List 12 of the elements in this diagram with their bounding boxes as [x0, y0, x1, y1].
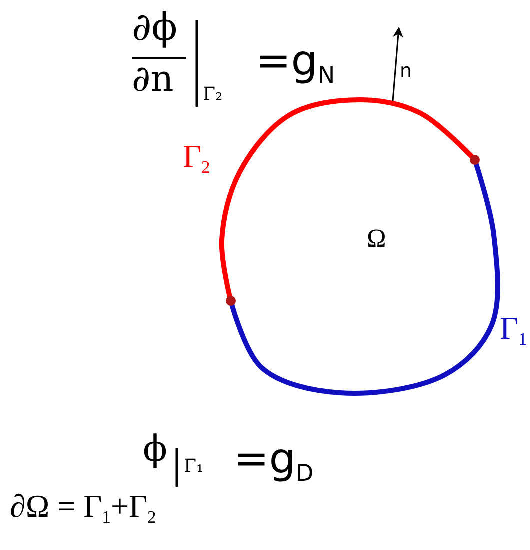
fraction-numerator: ∂ϕ: [132, 8, 178, 46]
boundary-condition: =g$_{N}$: [256, 40, 336, 88]
domain-label: Ω: [367, 226, 386, 252]
normal-label: n: [400, 62, 412, 81]
function-symbol: ϕ: [143, 432, 168, 468]
boundary-equation: ∂Ω = Γ$_{1}$+Γ$_{2}$: [10, 490, 156, 527]
boundary-subscript: Γ₁: [184, 458, 204, 476]
boundary-condition: =g$_{D}$: [234, 438, 314, 486]
boundary-label: Γ$_{2}$: [183, 140, 210, 177]
fraction-denominator: ∂n: [132, 62, 174, 98]
boundary-subscript: Γ₂: [203, 86, 223, 104]
boundary-label: Γ$_{1}$: [500, 312, 528, 349]
